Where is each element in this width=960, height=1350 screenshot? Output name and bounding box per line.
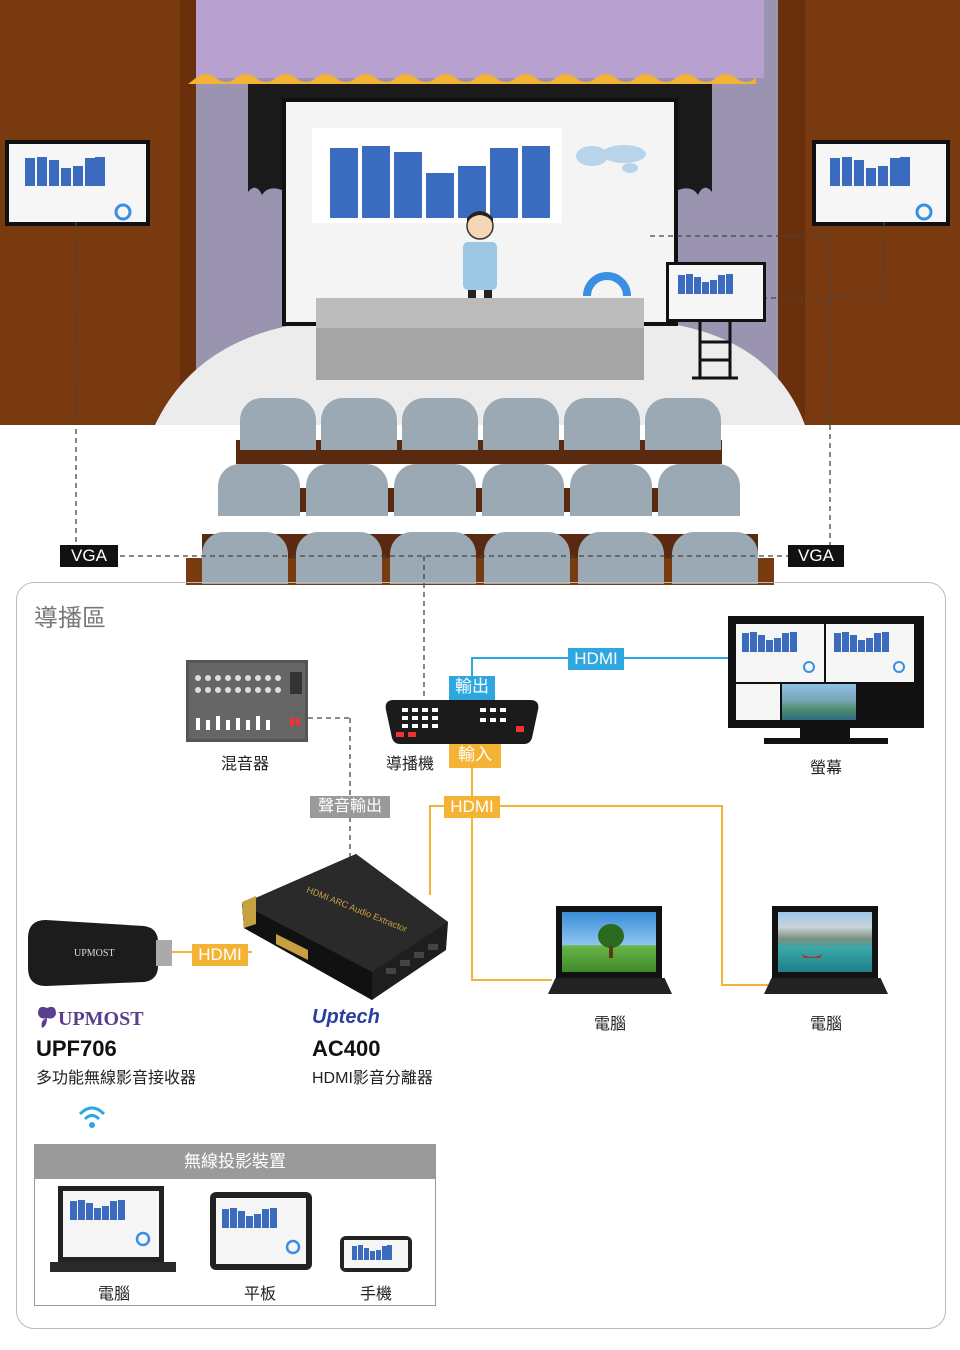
hdmi-mid-label: HDMI (444, 796, 500, 818)
ac400-model: AC400 (312, 1036, 381, 1061)
control-zone-frame (16, 582, 946, 1329)
wireless-item-phone: 手機 (359, 1286, 392, 1303)
stage-stand-monitor (666, 262, 766, 322)
vga-right-label: VGA (788, 545, 844, 567)
video-switcher-icon (385, 700, 539, 744)
pc1-keyboard (548, 978, 672, 994)
wireless-title: 無線投影裝置 (35, 1145, 435, 1179)
hdmi-top-label: HDMI (568, 648, 624, 670)
pc2-label: 電腦 (809, 1016, 842, 1033)
wireless-laptop-base (50, 1262, 176, 1272)
ac400-desc: HDMI影音分離器 (312, 1070, 433, 1087)
input-label: 輸入 (449, 744, 501, 768)
pc1-laptop (556, 906, 662, 978)
wireless-tablet-icon (210, 1192, 312, 1270)
audio-out-label: 聲音輸出 (310, 796, 390, 818)
pc2-keyboard (764, 978, 888, 994)
monitor-label: 螢幕 (809, 760, 842, 777)
left-wall-monitor (5, 140, 150, 226)
audio-mixer-icon (186, 660, 308, 742)
output-label: 輸出 (449, 676, 495, 700)
right-wall-monitor (812, 140, 950, 226)
upmost-logo-icon (38, 1006, 56, 1028)
wireless-item-tablet: 平板 (243, 1286, 276, 1303)
upmost-brand: UPMOST (58, 1008, 144, 1030)
pc2-laptop (772, 906, 878, 978)
uptech-brand: Uptech (312, 1006, 380, 1028)
wireless-phone-icon (340, 1236, 412, 1272)
screen-donut (583, 272, 631, 296)
vga-left-label: VGA (60, 545, 118, 567)
hdmi-left-label: HDMI (192, 944, 248, 966)
upf706-desc: 多功能無線影音接收器 (36, 1070, 197, 1087)
control-monitor (728, 616, 924, 728)
screen-bar-chart (312, 128, 562, 223)
wireless-laptop-icon (58, 1186, 164, 1262)
monitor-stand (692, 322, 738, 380)
screen-world-map (576, 145, 646, 173)
zone-title: 導播區 (34, 605, 106, 632)
switcher-label: 導播機 (385, 756, 434, 773)
pc1-label: 電腦 (593, 1016, 626, 1033)
monitor-neck (800, 728, 850, 738)
mixer-label: 混音器 (220, 756, 269, 773)
presenter-figure (463, 211, 497, 305)
dongle-brand-text: UPMOST (74, 948, 115, 959)
wireless-item-pc: 電腦 (97, 1286, 130, 1303)
upf706-dongle-icon: UPMOST (28, 920, 172, 986)
ac400-extractor-icon: HDMI ARC Audio Extractor (242, 854, 448, 1000)
monitor-base (764, 738, 888, 744)
upf706-model: UPF706 (36, 1036, 117, 1061)
wireless-devices-panel: 無線投影裝置 (34, 1144, 436, 1306)
wifi-icon (78, 1106, 106, 1128)
